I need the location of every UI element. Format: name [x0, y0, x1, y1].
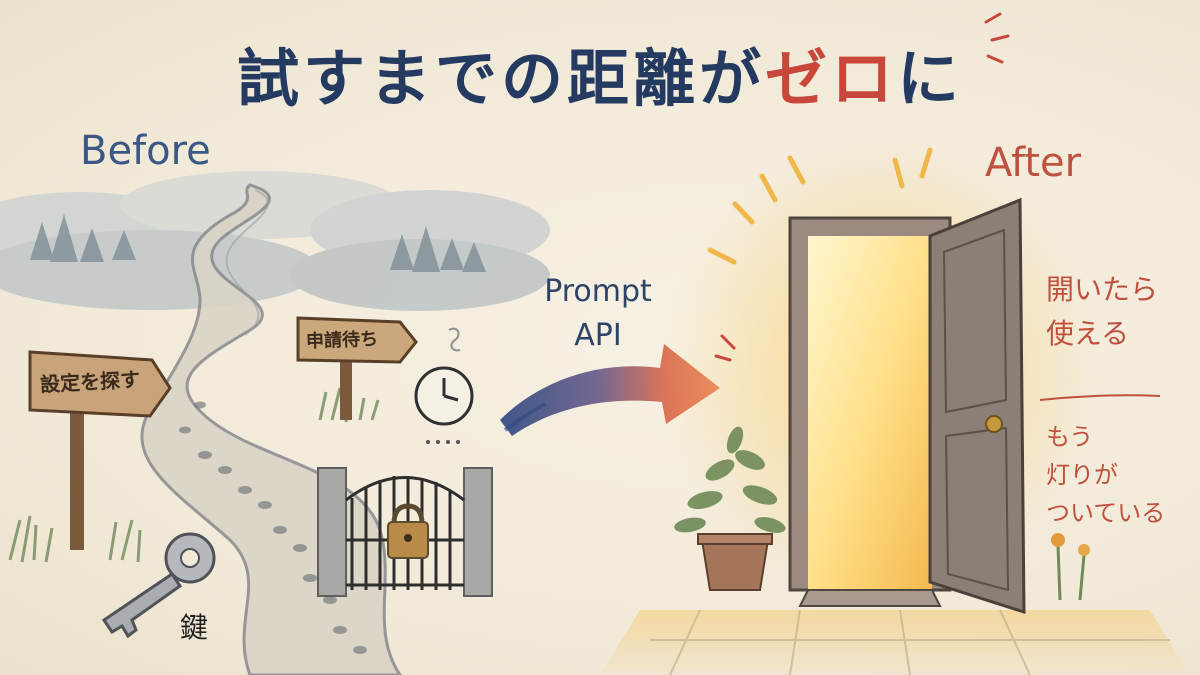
- padlock-icon: [387, 503, 429, 559]
- signpost-icon: [28, 350, 172, 550]
- after-label: After: [985, 140, 1082, 186]
- after-note-1: 開いたら 使える: [1046, 268, 1158, 356]
- title-suffix: に: [897, 42, 964, 115]
- key-icon: [101, 532, 216, 639]
- title-main: 試すまでの距離が: [236, 42, 765, 115]
- open-door-icon: [788, 197, 1026, 615]
- footprints: [179, 401, 367, 654]
- plant-pot-icon: [674, 426, 786, 591]
- clock-icon: [414, 327, 474, 444]
- misty-hills: [0, 171, 550, 311]
- prompt-line-1: Prompt: [544, 274, 652, 309]
- flowers: [1051, 533, 1090, 601]
- prompt-line-2: API: [574, 318, 622, 353]
- after-note-2: もう 灯りが ついている: [1046, 418, 1165, 532]
- page-title: 試すまでの距離がゼロに: [0, 28, 1200, 118]
- sign-left-text: 設定を探す: [39, 367, 141, 397]
- prompt-api-label: Prompt API: [522, 270, 674, 358]
- note1-line-2: 使える: [1046, 317, 1130, 350]
- note1-line-1: 開いたら: [1046, 273, 1159, 306]
- note2-line-2: 灯りが: [1046, 461, 1118, 489]
- before-label: Before: [80, 128, 211, 174]
- note2-line-1: もう: [1046, 423, 1094, 451]
- stone-floor: [600, 609, 1190, 675]
- sign-right-text: 申請待ち: [305, 328, 379, 353]
- key-label: 鍵: [180, 611, 209, 644]
- pine-trees: [30, 214, 486, 272]
- locked-gate-icon: [317, 467, 493, 597]
- title-highlight: ゼロ: [764, 42, 897, 115]
- note2-line-3: ついている: [1046, 499, 1166, 527]
- signpost-icon: [296, 316, 418, 420]
- note-divider: [1039, 394, 1161, 401]
